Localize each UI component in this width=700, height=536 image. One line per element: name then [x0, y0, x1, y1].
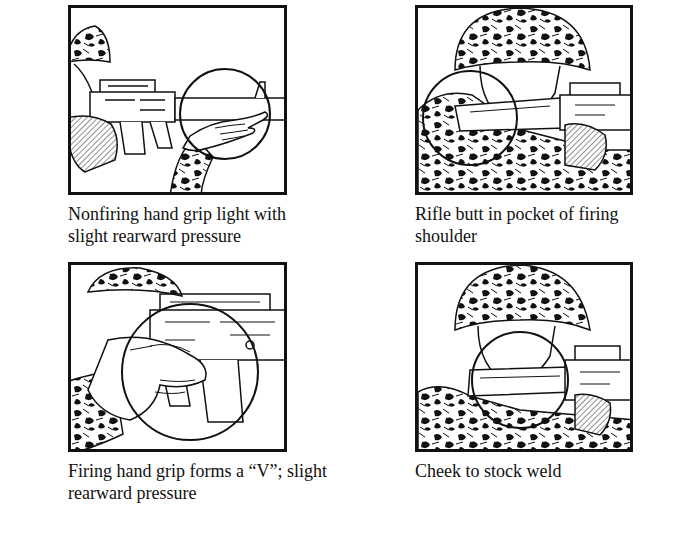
stock-weld-drawing — [480, 376, 560, 378]
stock-weld-drawing — [575, 346, 620, 360]
panel-caption: Firing hand grip forms a “V”; slight rea… — [68, 460, 333, 504]
firing-hand-drawing — [122, 304, 258, 440]
shoulder-pocket-drawing — [575, 105, 615, 115]
illustration-panel: Firing hand grip forms a “V”; slight rea… — [68, 262, 287, 452]
shoulder-pocket-drawing — [570, 83, 620, 95]
nonfiring-hand-drawing — [68, 26, 110, 62]
nonfiring-hand-drawing — [183, 112, 268, 151]
shoulder-pocket-drawing — [423, 71, 517, 165]
caption-block: Firing hand grip forms a “V”; slight rea… — [68, 460, 333, 504]
shoulder-pocket-drawing — [470, 106, 550, 112]
nonfiring-hand-drawing — [74, 64, 92, 92]
caption-block: Rifle butt in pocket of firing shoulder — [415, 203, 630, 247]
firing-hand-drawing — [165, 302, 275, 340]
nonfiring-hand-drawing — [68, 26, 287, 195]
firing-hand-drawing — [130, 344, 195, 393]
panel-caption: Rifle butt in pocket of firing shoulder — [415, 203, 630, 247]
stock-weld-drawing — [468, 367, 572, 396]
shoulder-pocket-drawing — [455, 8, 590, 70]
nonfiring-hand-drawing — [180, 69, 270, 159]
nonfiring-hand-drawing — [68, 116, 117, 172]
caption-block: Nonfiring hand grip light with slight re… — [68, 203, 320, 247]
stock-weld-drawing — [472, 332, 568, 428]
illustration-panel: Cheek to stock weld — [415, 262, 633, 452]
stock-weld-drawing — [580, 372, 620, 384]
panel-caption: Nonfiring hand grip light with slight re… — [68, 203, 320, 247]
shoulder-pocket-drawing — [455, 98, 565, 131]
panel-caption: Cheek to stock weld — [415, 460, 630, 482]
shoulder-pocket-drawing — [418, 8, 633, 195]
nonfiring-hand-drawing — [120, 122, 145, 154]
nonfiring-hand-drawing — [215, 124, 248, 140]
caption-block: Cheek to stock weld — [415, 460, 630, 482]
nonfiring-hand-drawing — [90, 92, 175, 122]
firing-hand-drawing — [88, 337, 206, 420]
illustration-panel: Rifle butt in pocket of firing shoulder — [415, 5, 633, 195]
shoulder-pocket-drawing — [565, 124, 606, 170]
stock-weld-drawing — [565, 360, 633, 400]
nonfiring-hand-drawing — [150, 122, 172, 148]
stock-weld-drawing — [418, 265, 633, 452]
nonfiring-hand-drawing — [105, 86, 165, 110]
firing-hand-drawing — [200, 360, 243, 422]
stock-weld-drawing — [575, 394, 611, 435]
firing-hand-drawing — [88, 268, 182, 296]
illustration-panel: Nonfiring hand grip light with slight re… — [68, 5, 287, 195]
firing-hand-drawing — [68, 268, 287, 452]
shoulder-pocket-drawing — [418, 93, 633, 195]
stock-weld-drawing — [455, 265, 590, 330]
